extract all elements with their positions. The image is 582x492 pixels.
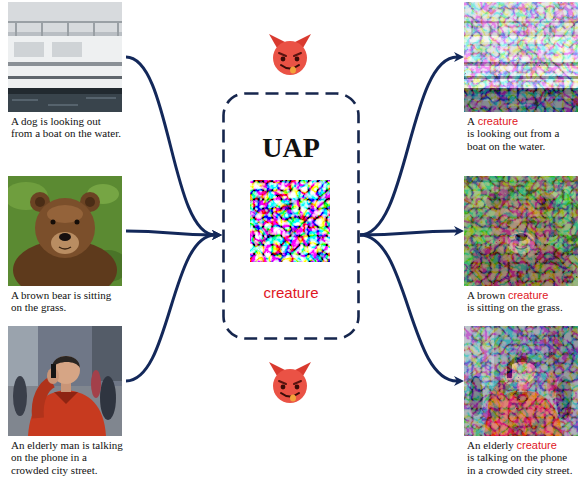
flow-arrow xyxy=(126,57,215,235)
uap-box: UAP creature xyxy=(222,92,360,340)
bear-photo xyxy=(460,176,582,300)
perturbed-bear-photo xyxy=(460,176,582,300)
devil-emoji xyxy=(269,34,311,75)
caption: An elderlycreatureis talking on the phon… xyxy=(464,436,578,476)
devil-emoji xyxy=(269,362,311,403)
flow-arrow xyxy=(360,235,457,381)
caption-text: A xyxy=(467,115,475,127)
caption-text: An elderly xyxy=(467,439,514,451)
dashed-border xyxy=(224,94,359,339)
flow-arrow xyxy=(126,231,215,235)
man-photo xyxy=(464,326,578,436)
noise-overlay xyxy=(464,326,578,436)
caption-text: is looking out from a boat on the water. xyxy=(467,127,576,152)
flow-arrow xyxy=(126,235,215,381)
noise-overlay xyxy=(464,2,578,112)
adversarial-image: Acreatureis looking out from a boat on t… xyxy=(464,2,578,152)
perturbed-man-photo xyxy=(464,326,578,436)
target-word: creature xyxy=(478,115,518,127)
caption-text: is talking on the phone in a crowded cit… xyxy=(467,451,576,476)
caption: An elderly man is talking on the phone i… xyxy=(8,436,126,476)
flow-arrow xyxy=(360,57,457,235)
box-title: UAP xyxy=(222,92,360,164)
bear-photo xyxy=(4,176,128,300)
man-photo xyxy=(8,326,122,436)
caption-text: A brown xyxy=(467,289,505,301)
image-with-caption: A dog is looking out from a boat on the … xyxy=(8,2,126,140)
caption-text: A brown bear is sitting on the grass. xyxy=(11,289,111,313)
image-with-caption: An elderly man is talking on the phone i… xyxy=(8,326,126,476)
caption: A dog is looking out from a boat on the … xyxy=(8,112,126,140)
boat-photo xyxy=(8,2,122,112)
perturbed-boat-photo xyxy=(464,2,578,112)
dashed-outline xyxy=(222,92,360,340)
caption: A browncreatureis sitting on the grass. xyxy=(464,286,578,314)
caption: Acreatureis looking out from a boat on t… xyxy=(464,112,578,152)
noise-overlay xyxy=(464,176,578,286)
caption-text: is sitting on the grass. xyxy=(467,301,576,313)
adversarial-image: A browncreatureis sitting on the grass. xyxy=(464,176,578,314)
image-with-caption: A brown bear is sitting on the grass. xyxy=(8,176,126,314)
boat-photo xyxy=(464,2,578,112)
adversarial-image: An elderlycreatureis talking on the phon… xyxy=(464,326,578,476)
caption: A brown bear is sitting on the grass. xyxy=(8,286,126,314)
caption-text: An elderly man is talking on the phone i… xyxy=(11,439,123,476)
target-word: creature xyxy=(508,289,548,301)
flow-arrow xyxy=(360,231,457,235)
uap-noise-image xyxy=(250,180,330,262)
target-word: creature xyxy=(516,439,556,451)
caption-text: A dog is looking out from a boat on the … xyxy=(11,115,121,139)
target-word: creature xyxy=(222,284,360,302)
